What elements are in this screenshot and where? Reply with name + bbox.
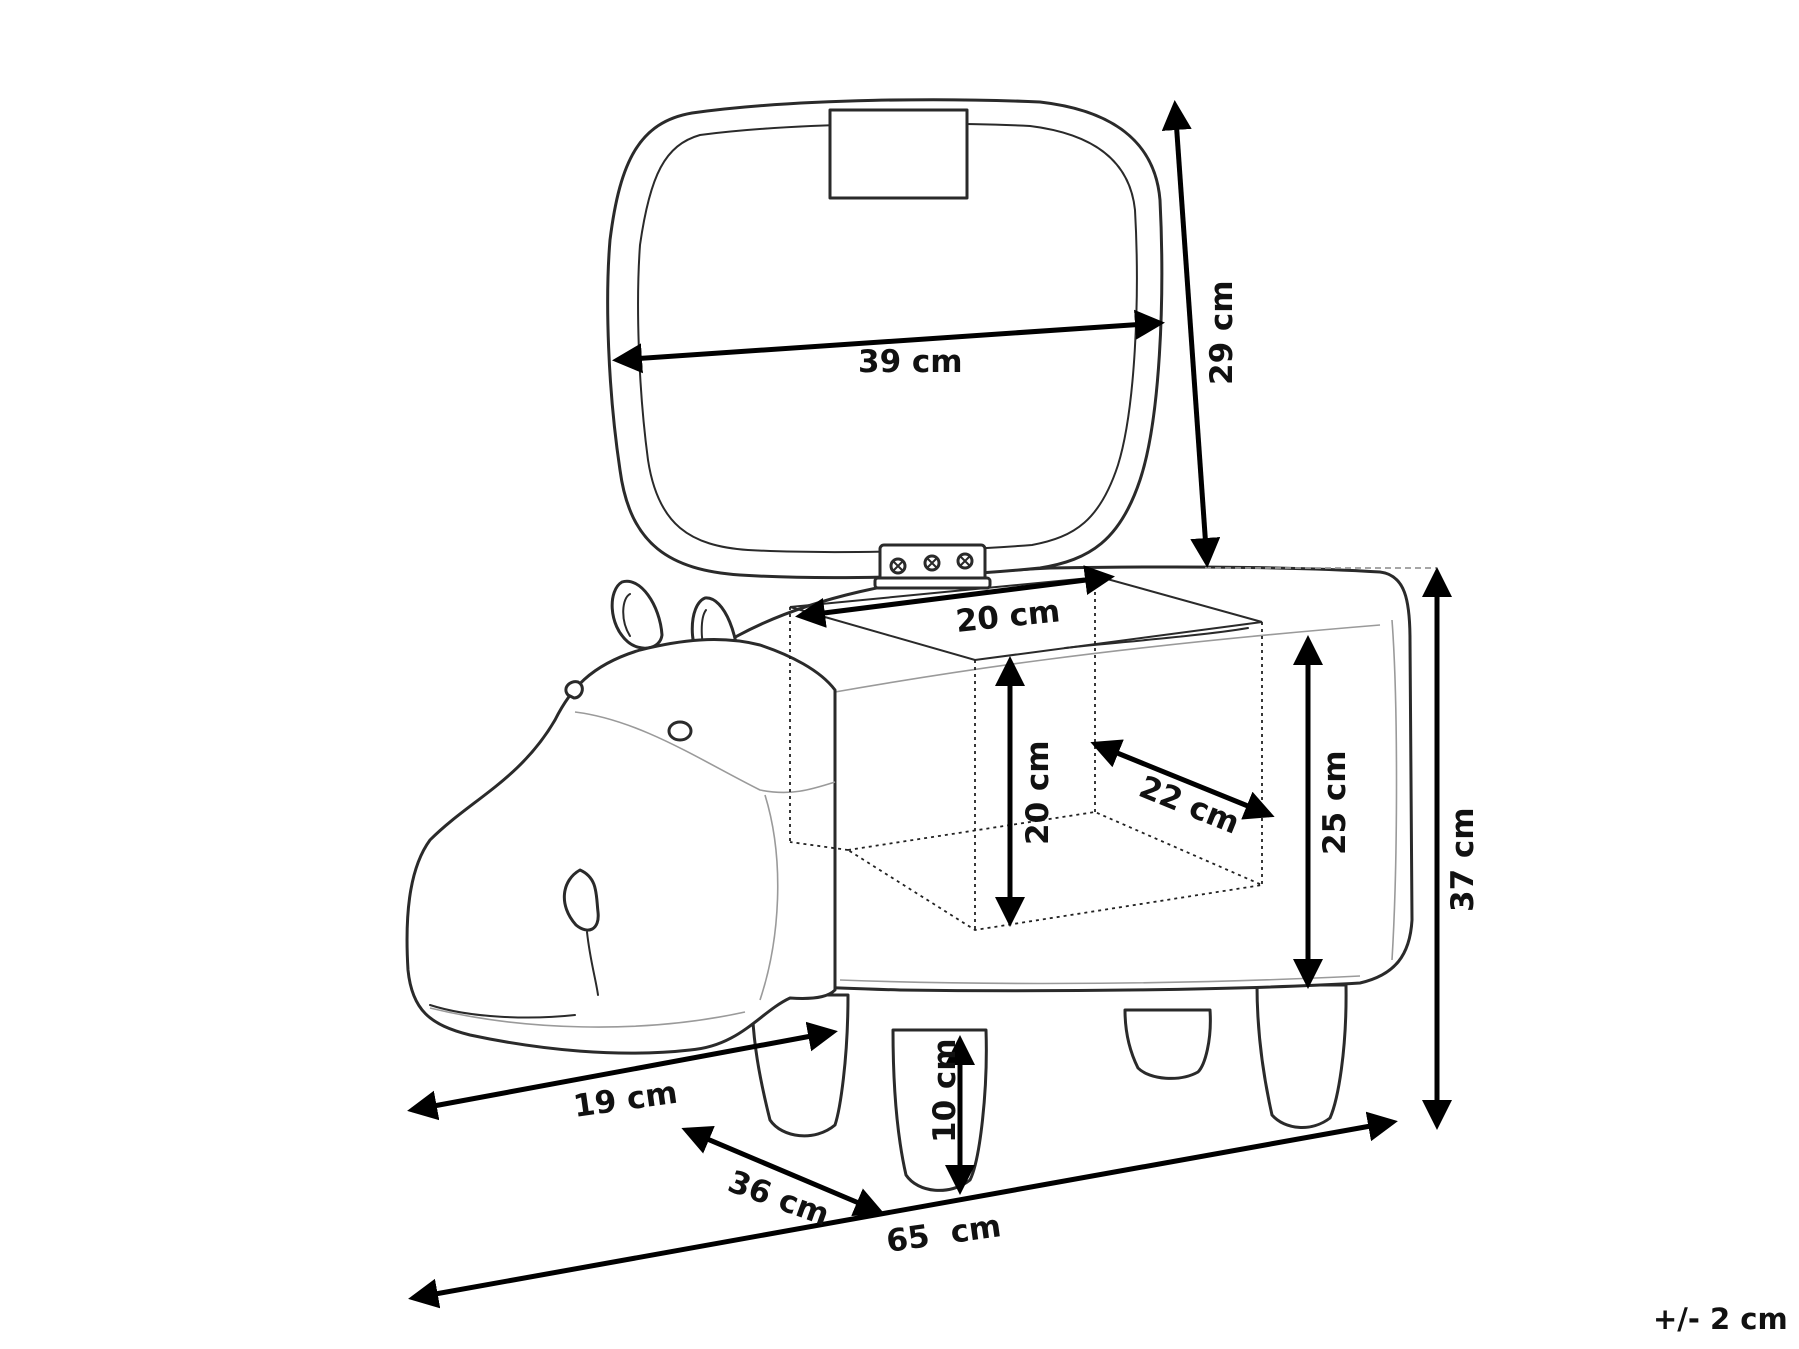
body-bottom-seam <box>839 975 1361 985</box>
head-length-arrow <box>407 1021 838 1121</box>
nostril <box>562 868 600 932</box>
inner-storage-box <box>789 578 1266 931</box>
body-right-seam <box>1391 619 1398 961</box>
lid-height-label: 29 cm <box>1204 280 1240 385</box>
hinge-barrel <box>873 576 992 590</box>
head <box>405 579 837 1055</box>
dimension-arrows <box>407 100 1452 1309</box>
leg-back-right <box>1123 1008 1212 1080</box>
opening-handle <box>1064 627 1249 649</box>
length-arrow <box>408 1111 1398 1309</box>
total-height-label: 37 cm <box>1445 807 1481 912</box>
lid-width-arrow <box>612 309 1165 374</box>
body-height-label: 25 cm <box>1317 750 1353 855</box>
head-seam-jaw <box>759 794 779 1001</box>
head-seam-top <box>574 711 836 794</box>
leg-back-left <box>750 993 850 1138</box>
eye <box>667 720 693 742</box>
body-top-seam <box>834 624 1381 693</box>
legs <box>750 983 1348 1192</box>
snout-crease <box>586 931 599 996</box>
head-length-label: 19 cm <box>571 1075 680 1125</box>
inner-length-arrow <box>1090 739 1275 820</box>
leg-front-right <box>1255 983 1348 1129</box>
opening-width-arrow <box>795 565 1115 628</box>
tolerance-note: +/- 2 cm <box>1653 1302 1788 1336</box>
nostril-top <box>564 680 584 700</box>
hinge <box>873 543 992 590</box>
ear-left <box>610 579 664 650</box>
leg-height-label: 10 cm <box>927 1038 963 1143</box>
ear-left-inner <box>622 593 631 637</box>
lid-height-arrow <box>1161 100 1221 568</box>
care-label <box>828 108 969 200</box>
length-label: 65 cm <box>884 1208 1003 1260</box>
lid-width-label: 39 cm <box>858 344 963 380</box>
mouth <box>429 1004 576 1019</box>
head-outline <box>405 638 837 1055</box>
inner-depth-label: 20 cm <box>1020 740 1056 845</box>
width-label: 36 cm <box>723 1164 834 1234</box>
